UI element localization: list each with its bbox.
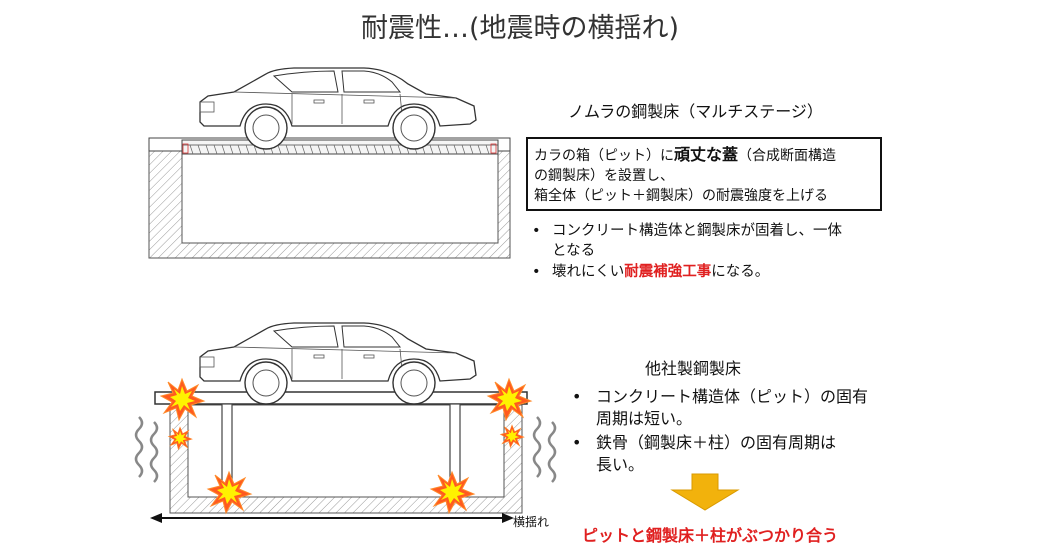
deck-rib [245,144,250,155]
deck-rib [349,144,354,155]
deck-rib [213,144,218,155]
bottom-pit-diagram [134,322,557,523]
deck-rib [285,144,290,155]
shake-wave-icon [547,420,557,484]
deck-rib [325,144,330,155]
steel-floor-deck [181,139,499,155]
other-company-heading: 他社製鋼製床 [645,359,742,378]
top-pit-diagram [148,67,511,259]
deck-rib [469,144,474,155]
conclusion-text: ピットと鋼製床＋柱がぶつかり合う [582,526,839,545]
box-line-1: カラの箱（ピット）に頑丈な蓋（合成断面構造 [534,145,837,164]
deck-rib [253,144,258,155]
box-line-3: 箱全体（ピット＋鋼製床）の耐震強度を上げる [534,188,828,204]
shake-wave-icon [134,415,144,479]
deck-rib [445,144,450,155]
deck-rib [205,144,210,155]
deck-rib [485,144,490,155]
deck-rib [197,144,202,155]
deck-rib [437,144,442,155]
deck-rib [333,144,338,155]
page-title: 耐震性…(地震時の横揺れ) [360,13,680,44]
deck-rib [317,144,322,155]
deck-rib [477,144,482,155]
deck-rib [357,144,362,155]
deck-rib [389,144,394,155]
deck-rib [221,144,226,155]
deck-rib [373,144,378,155]
deck-rib [189,144,194,155]
deck-rib [381,144,386,155]
nomura-bullet-2: • 壊れにくい耐震補強工事になる。 [532,264,770,280]
horizontal-shake-arrow [150,513,514,523]
deck-rib [429,144,434,155]
nomura-heading: ノムラの鋼製床（マルチステージ） [568,102,823,121]
deck-rib [453,144,458,155]
deck-rib [229,144,234,155]
nomura-bullet-1: • コンクリート構造体と鋼製床が固着し、一体 となる [532,223,842,259]
other-bullet-1: • コンクリート構造体（ピット）の固有 周期は短い。 [572,387,869,428]
nomura-description-box: カラの箱（ピット）に頑丈な蓋（合成断面構造 の鋼製床）を設置し、 箱全体（ピット… [526,137,882,211]
deck-rib [461,144,466,155]
deck-rib [237,144,242,155]
down-arrow-icon [670,473,740,511]
deck-rib [365,144,370,155]
deck-rib [277,144,282,155]
deck-rib [309,144,314,155]
car-top [199,67,477,150]
deck-rib [397,144,402,155]
box-line-2: の鋼製床）を設置し、 [534,168,674,184]
shake-wave-icon [149,420,159,484]
deck-rib [301,144,306,155]
deck-rib [293,144,298,155]
shake-wave-icon [532,415,542,479]
deck-rib [341,144,346,155]
shake-arrow-label: 横揺れ [513,515,550,529]
other-bullet-2: • 鉄骨（鋼製床＋柱）の固有周期は 長い。 [572,433,837,474]
